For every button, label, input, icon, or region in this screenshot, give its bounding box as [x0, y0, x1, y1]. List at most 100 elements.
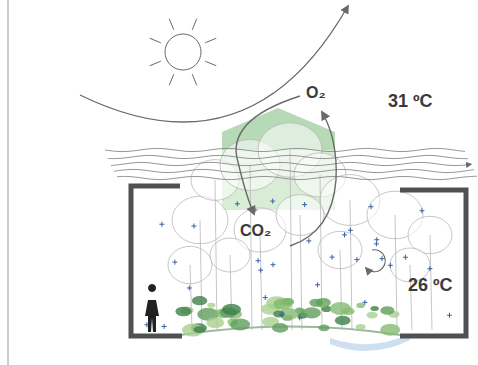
- plant: [207, 303, 215, 308]
- plus-stroke: [189, 285, 190, 290]
- plus-stroke: [193, 224, 194, 229]
- outdoor-temperature: 31 ºC: [388, 92, 433, 112]
- tree-trunk: [190, 265, 192, 330]
- plus-stroke: [308, 238, 309, 243]
- plus-stroke: [161, 222, 162, 227]
- tree-trunk: [260, 230, 262, 330]
- plus-mark: [348, 228, 353, 233]
- water-pool: [330, 334, 410, 351]
- plus-mark: [191, 224, 196, 229]
- plus-stroke: [382, 256, 383, 261]
- sun-ray: [192, 19, 197, 30]
- plant: [366, 312, 377, 319]
- co2-to-oxygen-arrow: [290, 112, 336, 246]
- plant: [272, 323, 288, 333]
- plus-stroke: [174, 260, 175, 265]
- plus-stroke: [272, 199, 273, 204]
- plant: [302, 307, 321, 318]
- sun-ray: [205, 61, 216, 66]
- indoor-temperature: 26 ºC: [408, 276, 453, 296]
- plus-mark: [258, 268, 263, 273]
- oxygen-label: O₂: [306, 84, 326, 102]
- plus-mark: [354, 257, 359, 262]
- plant: [230, 319, 250, 331]
- plus-stroke: [364, 300, 365, 305]
- plus-mark: [306, 238, 311, 243]
- plus-stroke: [299, 315, 300, 320]
- plus-stroke: [273, 262, 274, 267]
- plus-mark: [159, 222, 164, 227]
- plant: [193, 326, 204, 333]
- plus-stroke: [429, 266, 430, 271]
- plus-stroke: [332, 255, 333, 260]
- person-figure: [145, 284, 159, 332]
- plus-stroke: [255, 208, 256, 213]
- plus-mark: [235, 201, 240, 206]
- sun-ray: [150, 61, 161, 66]
- plus-stroke: [164, 324, 165, 329]
- plus-mark: [280, 312, 285, 317]
- plus-mark: [162, 324, 167, 329]
- plant: [335, 316, 351, 325]
- plant: [206, 317, 224, 328]
- plant: [279, 308, 299, 320]
- wind-line: [114, 169, 474, 172]
- sun-ray: [192, 74, 197, 85]
- plant: [222, 304, 241, 315]
- plant: [371, 306, 379, 311]
- plus-mark: [302, 202, 307, 207]
- wind-line: [108, 155, 468, 158]
- plus-mark: [419, 208, 424, 213]
- plus-stroke: [405, 255, 406, 260]
- tree-trunk: [410, 265, 412, 330]
- plant: [356, 324, 366, 330]
- plus-mark: [380, 256, 385, 261]
- plus-stroke: [390, 263, 391, 268]
- wind-line: [111, 162, 471, 165]
- plant-bed: [175, 296, 400, 337]
- plus-stroke: [376, 237, 377, 242]
- plant: [192, 296, 208, 305]
- co2-label: CO₂: [240, 222, 271, 240]
- plus-mark: [172, 260, 177, 265]
- sun-ray: [205, 38, 216, 43]
- building-outline: [131, 186, 466, 336]
- plus-mark: [263, 295, 268, 300]
- plant: [318, 324, 329, 331]
- plus-stroke: [265, 295, 266, 300]
- plus-stroke: [146, 322, 147, 327]
- sun-ray: [150, 38, 161, 43]
- plus-mark: [271, 262, 276, 267]
- sun-symbol: [150, 19, 217, 86]
- plus-mark: [187, 285, 192, 290]
- plus-mark: [447, 313, 452, 318]
- circulation-arrow: [366, 250, 385, 272]
- sun-ray: [169, 74, 174, 85]
- plus-stroke: [356, 257, 357, 262]
- sun-ray: [169, 19, 174, 30]
- tree-trunk: [250, 165, 252, 330]
- plus-mark: [403, 255, 408, 260]
- humidity-marks: [144, 199, 452, 329]
- plant: [380, 324, 400, 336]
- plus-mark: [427, 266, 432, 271]
- plant: [309, 299, 323, 307]
- plus-mark: [330, 255, 335, 260]
- plus-mark: [362, 300, 367, 305]
- plus-stroke: [258, 258, 259, 263]
- plus-mark: [342, 232, 347, 237]
- plus-stroke: [449, 313, 450, 318]
- plus-stroke: [260, 268, 261, 273]
- plant: [280, 298, 293, 306]
- frame-line: [8, 0, 9, 365]
- plus-mark: [270, 199, 275, 204]
- plant: [330, 302, 351, 315]
- wind-line: [105, 148, 465, 151]
- plant: [356, 303, 365, 308]
- plus-mark: [315, 282, 320, 287]
- plus-stroke: [350, 228, 351, 233]
- plus-stroke: [317, 282, 318, 287]
- plus-stroke: [237, 201, 238, 206]
